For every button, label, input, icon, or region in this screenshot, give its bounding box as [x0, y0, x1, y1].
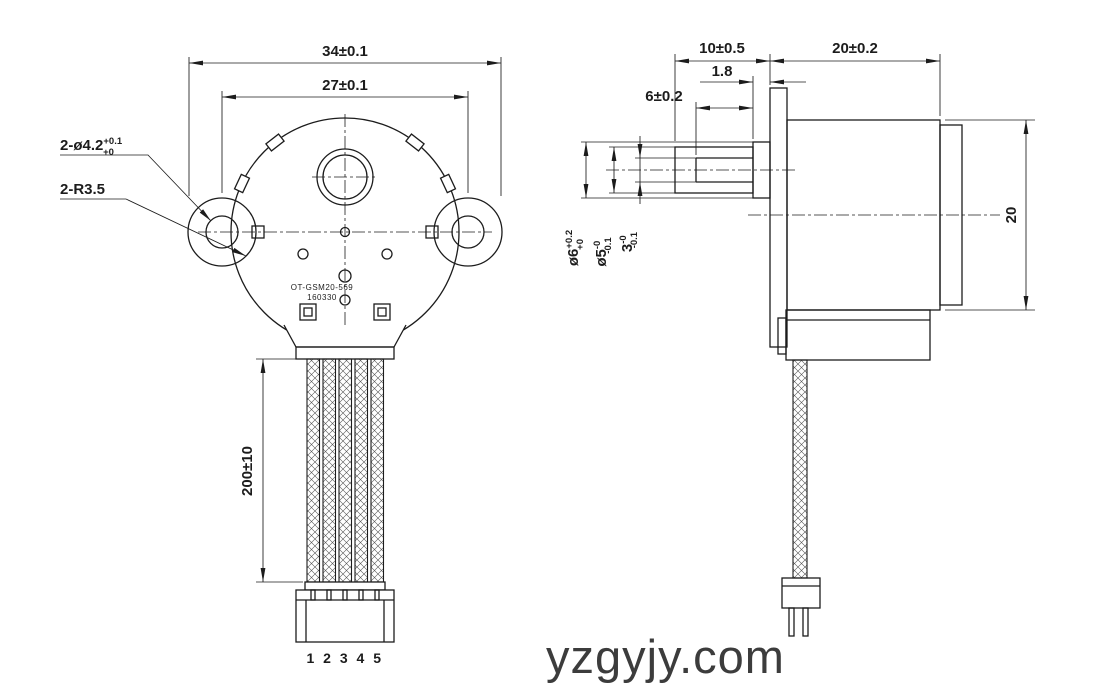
mount-holes-leader [60, 154, 212, 222]
connector-pin-slots [310, 589, 380, 601]
right-square-slot [425, 225, 439, 239]
side-connector [781, 577, 821, 637]
lead-wire [370, 358, 385, 583]
dim-boss-dia: ø6+0.2+0 [564, 141, 753, 266]
ear-radius-callout: 2-R3.5 [60, 181, 247, 257]
screw-holes [297, 248, 393, 306]
dim-hole-pitch-text: 27±0.1 [322, 77, 368, 94]
dim-body-dia-text: 20 [1003, 207, 1020, 224]
front-flange [769, 87, 788, 348]
marking-line2: 160330 [307, 293, 337, 302]
rear-cover [939, 124, 963, 306]
ear-radius-leader [60, 198, 247, 257]
lead-wire [306, 358, 321, 583]
lead-wire [338, 358, 353, 583]
dim-shaft-length: 10±0.5 [674, 40, 771, 141]
terminal-block [777, 309, 931, 361]
dim-boss-thickness-text: 1.8 [712, 63, 733, 80]
center-pilot-hole [339, 226, 351, 238]
dim-across-flats: 3-0-0.1 [618, 136, 696, 252]
dim-flat-length-text: 6±0.2 [645, 88, 682, 105]
dim-flat-length: 6±0.2 [645, 88, 753, 155]
dim-body-length-text: 20±0.2 [832, 40, 878, 57]
mount-holes-label: 2-ø4.2+0.1+0 [60, 136, 123, 158]
pin-numbers: 1 2 3 4 5 [307, 650, 384, 666]
dim-body-dia: 20 [945, 119, 1035, 311]
dim-shaft-length-text: 10±0.5 [699, 40, 745, 57]
dim-across-flats-text: 3-0-0.1 [618, 231, 640, 252]
watermark: yzgyjy.com [546, 630, 785, 683]
connector-pin [802, 607, 809, 637]
dim-shaft-dia-text: ø5-0-0.1 [592, 237, 614, 267]
marking-line1: OT-GSM20-569 [291, 283, 354, 292]
dim-body-length: 20±0.2 [770, 40, 941, 116]
dim-overall-width: 34±0.1 [188, 43, 502, 196]
connector-pin [788, 607, 795, 637]
dim-overall-width-text: 34±0.1 [322, 43, 368, 60]
dim-boss-dia-text: ø6+0.2+0 [564, 230, 586, 266]
left-square-slot [251, 225, 265, 239]
front-view: OT-GSM20-569 160330 1 2 3 [60, 43, 503, 666]
dim-lead-length-text: 200±10 [239, 446, 256, 496]
dim-lead-length: 200±10 [239, 358, 303, 583]
lead-wire-side [792, 359, 808, 579]
motor-marking: OT-GSM20-569 160330 [291, 283, 354, 302]
front-connector [295, 581, 395, 643]
ear-radius-label: 2-R3.5 [60, 181, 105, 198]
dim-boss-thickness: 1.8 [700, 63, 806, 139]
lead-wires [306, 358, 385, 583]
mount-holes-callout: 2-ø4.2+0.1+0 [60, 136, 212, 222]
dim-shaft-dia: ø5-0-0.1 [592, 146, 675, 267]
body-notches [233, 133, 457, 194]
side-view: 10±0.5 20±0.2 1.8 6±0.2 ø6+0.2+0 [564, 40, 1035, 637]
wire-exit-housing [283, 324, 407, 360]
lead-wire [354, 358, 369, 583]
solder-tabs [299, 303, 391, 321]
lead-wire [322, 358, 337, 583]
dim-hole-pitch: 27±0.1 [221, 77, 469, 193]
